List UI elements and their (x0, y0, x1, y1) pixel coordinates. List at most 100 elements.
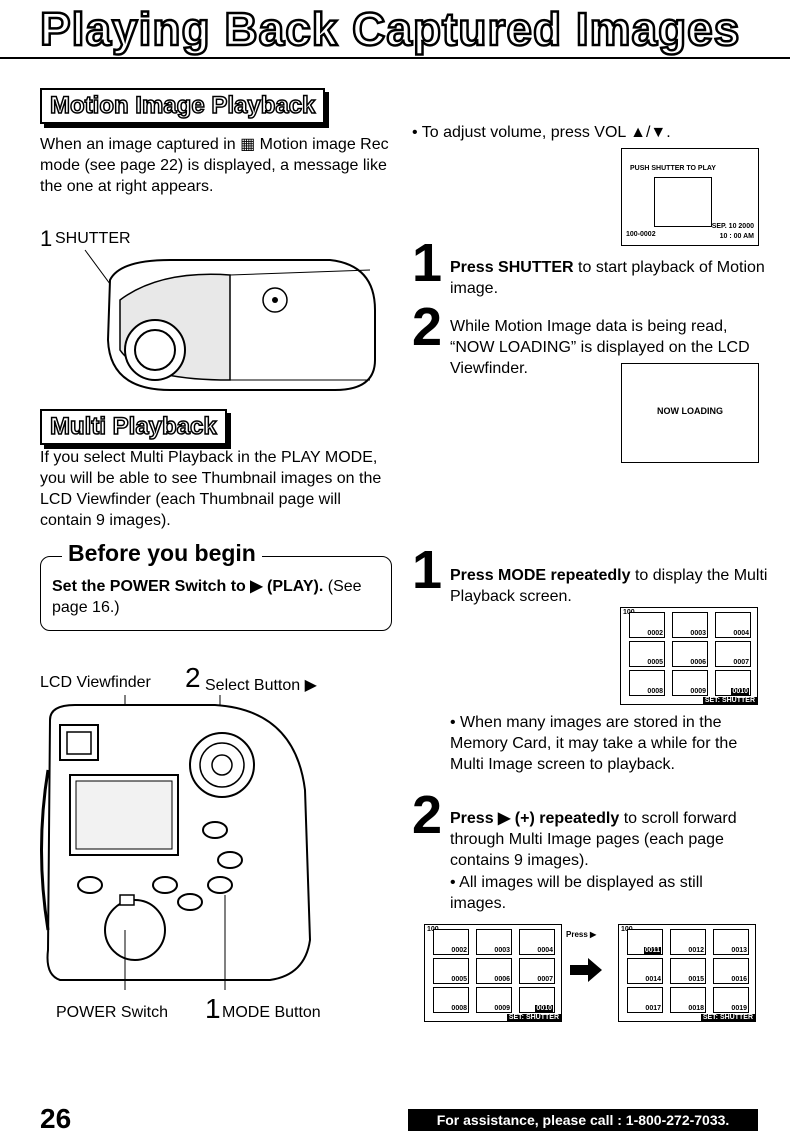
thumbnail[interactable]: 0004 (715, 612, 751, 638)
button-c (77, 876, 103, 894)
multi-step-1: Press MODE repeatedly to display the Mul… (450, 565, 770, 607)
label-mode-button: MODE Button (222, 1004, 321, 1021)
thumbnail[interactable]: 0017 (627, 987, 663, 1013)
label-power-switch: POWER Switch (56, 1004, 169, 1021)
before-note: (See page 16.) (52, 578, 362, 616)
motion-step-2-text: While Motion Image data is being read, “… (450, 318, 750, 377)
thumbnail[interactable]: 0012 (670, 929, 706, 955)
thumbnail-number: 0012 (688, 947, 704, 954)
thumbnail[interactable]: 0005 (433, 958, 469, 984)
set-shutter-label: SET: SHUTTER (700, 1014, 755, 1021)
lcd-time: 10 : 00 AM (719, 233, 754, 240)
arrow-right-icon (570, 958, 602, 982)
page-title: Playing Back Captured Images (39, 2, 741, 57)
thumbnail[interactable]: 0011 (627, 929, 663, 955)
thumbnail[interactable]: 0007 (715, 641, 751, 667)
title-divider (0, 57, 790, 59)
thumbnail[interactable]: 0002 (629, 612, 665, 638)
thumbnail[interactable]: 0008 (629, 670, 665, 696)
motion-intro: When an image captured in ▦ Motion image… (40, 136, 389, 195)
multi-page-b-screen: 1000011 0012 0013 0014 0015 0016 0017 0018 0019S… (618, 924, 756, 1022)
shutter-callout-number: 1 (40, 226, 53, 251)
push-shutter-text: PUSH SHUTTER TO PLAY (630, 165, 716, 172)
motion-step-1-text: to start playback of Motion image. (450, 259, 765, 297)
button-e (177, 893, 203, 911)
multi-page-a-screen: 100 0002 0003 0004 0005 0006 0007 0008 0009 0010S… (424, 924, 562, 1022)
multi-step-1-text: to display the Multi Playback screen. (450, 567, 768, 605)
thumbnail[interactable]: 0016 (713, 958, 749, 984)
camera-top-illustration (84, 249, 376, 391)
folder-label: 100 (623, 609, 635, 616)
thumbnail-number: 0015 (688, 976, 704, 983)
thumbnail-number: 0003 (690, 630, 706, 637)
thumbnail[interactable]: 0013 (713, 929, 749, 955)
camera-back-illustration (40, 695, 312, 990)
thumbnail-number: 0018 (688, 1005, 704, 1012)
multi-step-2-bold: Press ▶ (+) repeatedly (450, 810, 620, 827)
thumbnail[interactable]: 0006 (672, 641, 708, 667)
thumbnail[interactable]: 0018 (670, 987, 706, 1013)
thumbnail[interactable]: 0010 (519, 987, 555, 1013)
thumbnail-number: 0006 (690, 659, 706, 666)
thumbnail[interactable]: 0003 (476, 929, 512, 955)
thumbnail[interactable]: 0003 (672, 612, 708, 638)
thumbnail-number: 0016 (731, 976, 747, 983)
thumbnail[interactable]: 0010 (715, 670, 751, 696)
thumbnail[interactable]: 0008 (433, 987, 469, 1013)
label-select-button: Select Button ▶ (205, 677, 317, 694)
thumbnail-number: 0010 (731, 688, 749, 695)
multi-intro: If you select Multi Playback in the PLAY… (40, 449, 382, 529)
button-a (202, 821, 228, 839)
thumbnail[interactable]: 0019 (713, 987, 749, 1013)
press-label: Press ▶ (566, 930, 597, 939)
lcd-push-shutter-screen: PUSH SHUTTER TO PLAY 100-0002 SEP. 10 20… (621, 148, 759, 246)
shutter-callout-label: SHUTTER (55, 230, 131, 247)
thumbnail[interactable]: 0004 (519, 929, 555, 955)
multi-section-heading: Multi Playback (40, 409, 227, 445)
set-shutter-label: SET: SHUTTER (506, 1014, 561, 1021)
motion-step-1-bold: Press SHUTTER (450, 259, 574, 276)
thumbnail-number: 0004 (733, 630, 749, 637)
thumbnail-number: 0009 (690, 688, 706, 695)
label-select-number: 2 (185, 662, 201, 693)
thumbnail-number: 0003 (494, 947, 510, 954)
control-dial-center (272, 297, 278, 303)
thumbnail-number: 0004 (537, 947, 553, 954)
thumbnail[interactable]: 0014 (627, 958, 663, 984)
lcd-date: SEP. 10 2000 (711, 223, 754, 230)
thumbnail[interactable]: 0002 (433, 929, 469, 955)
thumbnail-number: 0008 (647, 688, 663, 695)
thumbnail[interactable]: 0007 (519, 958, 555, 984)
thumbnail-number: 0002 (451, 947, 467, 954)
thumbnail-number: 0010 (535, 1005, 553, 1012)
multi-note-2: • All images will be displayed as still … (450, 874, 703, 912)
folder-label: 100 (427, 926, 439, 933)
multi-playback-screen: 100000200030004000500060007000800090010S… (620, 607, 758, 705)
motion-step-1-number: 1 (412, 233, 443, 293)
thumbnail-number: 0007 (537, 976, 553, 983)
mode-button (207, 876, 233, 894)
shutter-button (134, 329, 176, 371)
thumbnail-number: 0005 (451, 976, 467, 983)
now-loading-text: NOW LOADING (657, 406, 723, 416)
button-d (152, 876, 178, 894)
thumbnail[interactable]: 0005 (629, 641, 665, 667)
before-you-begin-text: Set the POWER Switch to ▶ (PLAY). (See p… (52, 576, 382, 618)
motion-preview-frame (654, 177, 712, 227)
thumbnail-number: 0005 (647, 659, 663, 666)
thumbnail[interactable]: 0015 (670, 958, 706, 984)
multi-step-1-bold: Press MODE repeatedly (450, 567, 631, 584)
multi-step-1-number: 1 (412, 540, 443, 600)
folder-label: 100 (621, 926, 633, 933)
motion-step-2-number: 2 (412, 297, 443, 357)
thumbnail-number: 0007 (733, 659, 749, 666)
thumbnail[interactable]: 0006 (476, 958, 512, 984)
before-bold: Set the POWER Switch to ▶ (PLAY). (52, 578, 324, 595)
multi-step-2-text: to scroll forward through Multi Image pa… (450, 810, 737, 869)
assistance-bar: For assistance, please call : 1-800-272-… (408, 1109, 758, 1131)
thumbnail-number: 0013 (731, 947, 747, 954)
thumbnail[interactable]: 0009 (672, 670, 708, 696)
thumbnail-number: 0006 (494, 976, 510, 983)
thumbnail[interactable]: 0009 (476, 987, 512, 1013)
multi-note-1: • When many images are stored in the Mem… (450, 714, 738, 773)
